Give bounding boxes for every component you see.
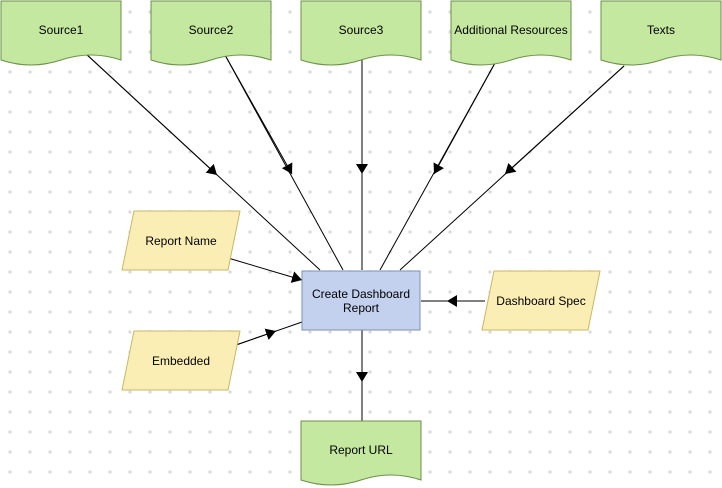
node-texts-label: Texts bbox=[647, 23, 675, 37]
node-source1-label: Source1 bbox=[39, 23, 84, 37]
node-source3-label: Source3 bbox=[339, 23, 384, 37]
node-report-name[interactable]: Report Name bbox=[121, 210, 241, 271]
node-source3[interactable]: Source3 bbox=[300, 0, 422, 66]
node-create-dashboard-report-label-line1: Create Dashboard bbox=[312, 287, 410, 301]
edge-embedded-to-process-arrow bbox=[235, 328, 277, 346]
node-report-url-label: Report URL bbox=[329, 443, 393, 457]
node-embedded-label: Embedded bbox=[152, 354, 210, 368]
node-embedded[interactable]: Embedded bbox=[121, 330, 241, 391]
node-source1[interactable]: Source1 bbox=[0, 0, 122, 66]
node-additional-resources-label: Additional Resources bbox=[454, 23, 567, 37]
node-texts[interactable]: Texts bbox=[600, 0, 722, 66]
node-additional-resources[interactable]: Additional Resources bbox=[450, 0, 572, 66]
node-source2[interactable]: Source2 bbox=[150, 0, 272, 66]
edge-texts-to-process-arrow bbox=[504, 65, 625, 175]
edge-additional-resources-to-process-arrow bbox=[433, 62, 496, 175]
node-dashboard-spec-label: Dashboard Spec bbox=[496, 294, 585, 308]
node-create-dashboard-report[interactable]: Create Dashboard Report bbox=[301, 270, 421, 331]
node-create-dashboard-report-label-line2: Report bbox=[343, 301, 380, 315]
edges bbox=[84, 52, 625, 422]
edge-report-name-to-process bbox=[227, 257, 303, 283]
node-report-name-label: Report Name bbox=[145, 234, 217, 248]
edge-source1-to-process-arrow bbox=[84, 52, 218, 176]
edge-source2-to-process-arrow bbox=[224, 54, 293, 175]
node-dashboard-spec[interactable]: Dashboard Spec bbox=[481, 270, 601, 331]
node-source2-label: Source2 bbox=[189, 23, 234, 37]
node-report-url[interactable]: Report URL bbox=[300, 420, 422, 486]
